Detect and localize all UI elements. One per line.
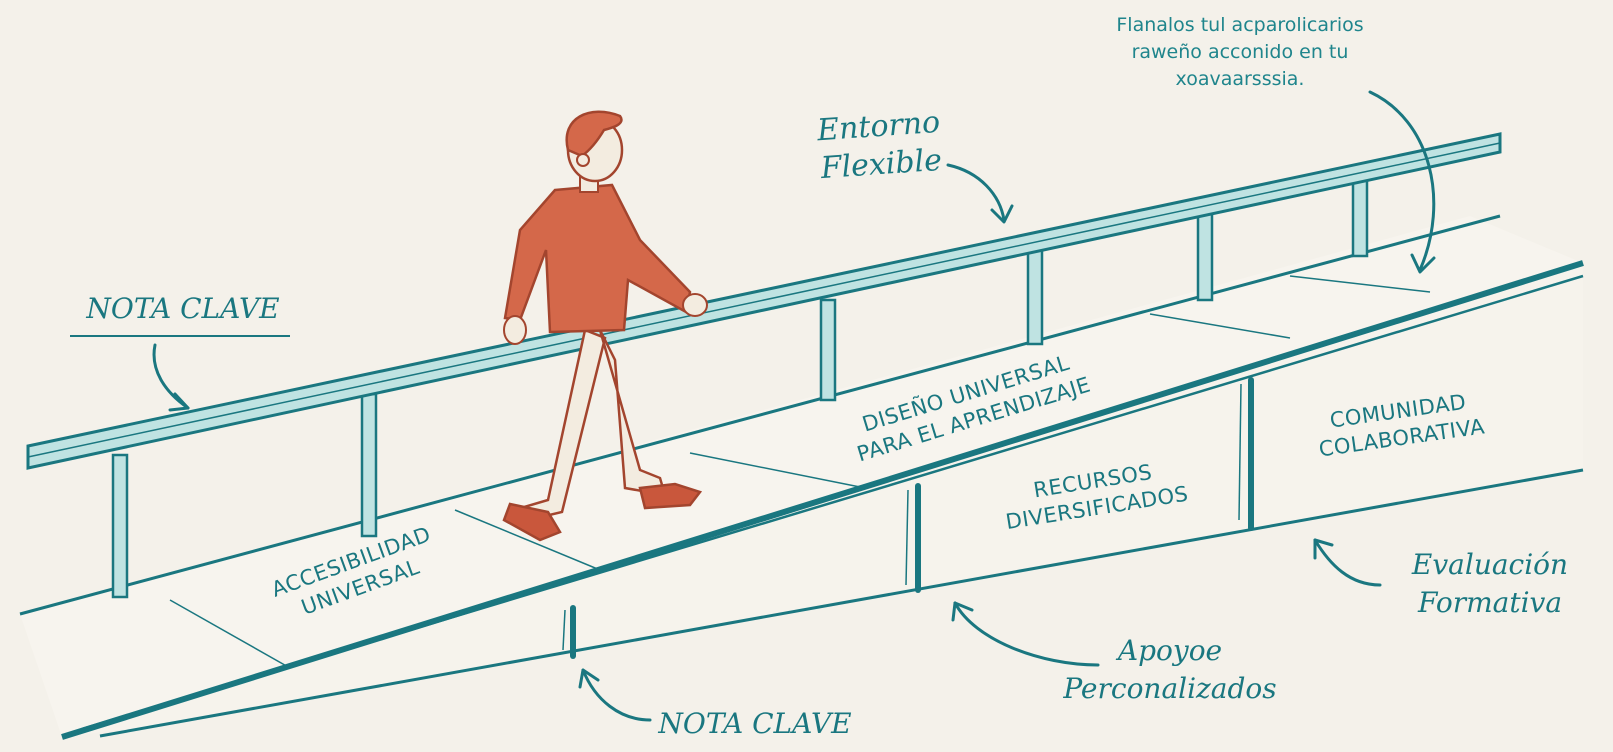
label-entorno-flexible: Entorno Flexible: [788, 102, 973, 190]
support-shading: [562, 383, 1242, 651]
handrail-posts: [111, 178, 1369, 599]
label-nota-clave-bottom: NOTA CLAVE: [650, 705, 860, 743]
handrail-bar: [26, 132, 1502, 470]
walking-person-icon: [502, 110, 708, 542]
handrail-bar-mid: [27, 142, 1501, 458]
evaluacion-line1: Evaluación: [1411, 548, 1569, 581]
evaluacion-line2: Formativa: [1417, 586, 1563, 619]
label-nota-clave-left: NOTA CLAVE: [78, 290, 288, 328]
top-note-line1: Flanalos tul acparolicarios: [1116, 14, 1364, 36]
ramp-ground-line: [99, 468, 1584, 738]
ramp-supports: [570, 377, 1254, 659]
label-apoyos-personalizados: Apoyoe Perconalizados: [1030, 632, 1310, 708]
apoyos-line1: Apoyoe: [1117, 634, 1223, 667]
apoyos-line2: Perconalizados: [1063, 672, 1277, 705]
nota-clave-left-text: NOTA CLAVE: [86, 292, 280, 325]
arrow-icon: [152, 90, 1436, 722]
deck-dividers: [169, 275, 1431, 669]
top-note: Flanalos tul acparolicarios raweño accon…: [1070, 12, 1410, 93]
label-evaluacion-formativa: Evaluación Formativa: [1395, 546, 1585, 622]
top-note-line3: xoavaarsssia.: [1175, 68, 1305, 90]
nota-clave-bottom-text: NOTA CLAVE: [658, 707, 852, 740]
ramp-front-edge-inner: [81, 274, 1584, 731]
top-note-line2: raweño acconido en tu: [1131, 41, 1349, 63]
ramp-deck: [20, 216, 1583, 737]
ramp-back-edge: [19, 214, 1501, 616]
